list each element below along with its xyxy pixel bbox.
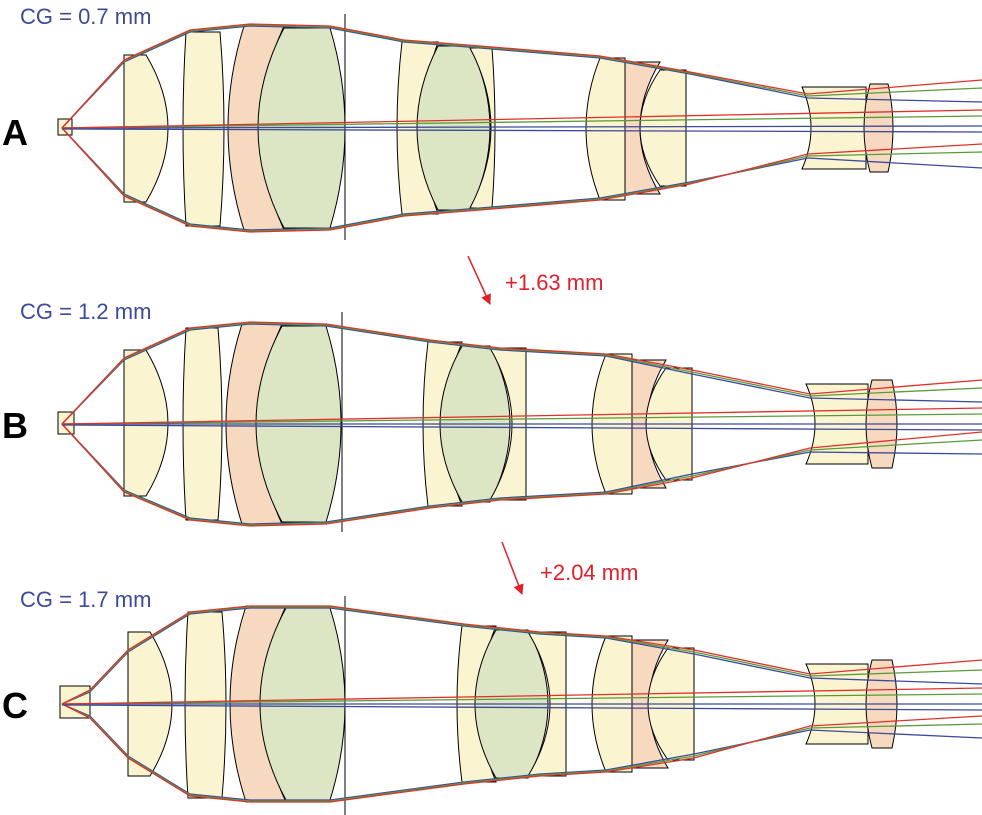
rays-c [61,605,982,803]
lens-group-a [57,25,894,231]
config-c: CG = 1.7 mm C [2,587,982,815]
cg-label-b: CG = 1.2 mm [20,299,151,324]
rays-a [61,23,982,233]
shift-a-b: +1.63 mm [467,255,603,305]
rays-b [61,321,982,527]
config-label-a: A [2,112,28,153]
cg-label-c: CG = 1.7 mm [20,587,151,612]
shift-arrow-icon [501,541,524,595]
config-label-c: C [2,685,28,726]
config-b: CG = 1.2 mm B [2,299,982,532]
config-a: CG = 0.7 mm A [2,4,982,240]
config-label-b: B [2,405,28,446]
shift-arrow-icon [467,255,491,305]
shift-label-a-b: +1.63 mm [505,270,603,295]
shift-label-b-c: +2.04 mm [540,560,638,585]
shift-b-c: +2.04 mm [501,541,638,595]
cg-label-a: CG = 0.7 mm [20,4,151,29]
